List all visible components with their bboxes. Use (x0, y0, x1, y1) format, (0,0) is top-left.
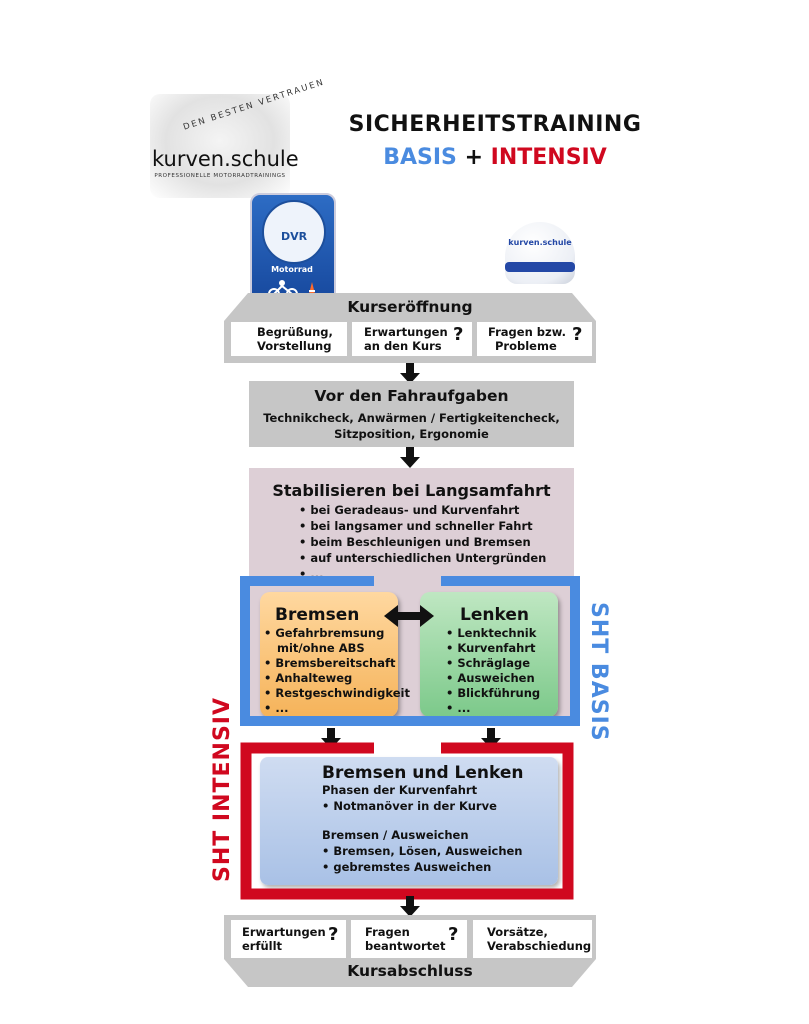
stabilize-bullet: • beim Beschleunigen und Bremsen (299, 535, 531, 549)
pre-ride-block (249, 381, 574, 447)
opening-item: Fragen bzw. Probleme ? (477, 322, 592, 356)
opening-item-line2: Vorstellung (257, 339, 332, 353)
closing-item: Erwartungen erfüllt ? (231, 920, 346, 958)
bremsen-bullet: • Gefahrbremsung (264, 626, 385, 640)
stabilize-bullet: • bei Geradeaus- und Kurvenfahrt (299, 503, 520, 517)
closing-title: Kursabschluss (347, 962, 473, 980)
combined-title: Bremsen und Lenken (322, 763, 524, 783)
closing-item: Fragen beantwortet ? (351, 920, 467, 958)
opening-item-line1: Begrüßung, (257, 325, 333, 339)
title-intensiv: INTENSIV (490, 145, 607, 170)
closing-item-line1: Erwartungen (242, 925, 326, 939)
stabilize-bullet: • auf unterschiedlichen Untergründen (299, 551, 547, 565)
bremsen-card (260, 592, 398, 717)
question-mark-icon: ? (453, 324, 464, 345)
stabilize-bullet: • bei langsamer und schneller Fahrt (299, 519, 533, 533)
double-arrow-icon (384, 605, 434, 627)
lenken-bullet: • ... (446, 701, 471, 715)
title-plus: + (464, 145, 483, 170)
stabilize-title: Stabilisieren bei Langsamfahrt (272, 481, 551, 500)
lenken-bullet: • Kurvenfahrt (446, 641, 536, 655)
title-basis: BASIS (383, 145, 457, 170)
bremsen-bullet: mit/ohne ABS (277, 641, 365, 655)
pre-ride-title: Vor den Fahraufgaben (314, 387, 509, 405)
opening-item-line1: Erwartungen (364, 325, 448, 339)
dvr-label: DVR (280, 230, 308, 243)
bremsen-title: Bremsen (275, 605, 360, 625)
opening-title: Kurseröffnung (347, 298, 473, 316)
lenken-card (420, 592, 558, 717)
bremsen-bullet: • Restgeschwindigkeit (264, 686, 410, 700)
lenken-bullet: • Ausweichen (446, 671, 535, 685)
pre-ride-line: Sitzposition, Ergonomie (334, 427, 489, 441)
lenken-bullet: • Blickführung (446, 686, 541, 700)
question-mark-icon: ? (328, 924, 339, 945)
down-arrow-icon (400, 363, 420, 384)
closing-item-line1: Fragen (365, 925, 410, 939)
combined-card (260, 757, 558, 885)
sht-basis-frame (240, 576, 580, 726)
down-arrow-icon (400, 447, 420, 468)
logo-subtitle: PROFESSIONELLE MOTORRADTRAININGS (154, 173, 286, 179)
page-subtitle: BASIS + INTENSIV (325, 145, 665, 170)
closing-item: Vorsätze, Verabschiedung (473, 920, 592, 958)
lenken-bullet: • Lenktechnik (446, 626, 537, 640)
combined-bullet: • Notmanöver in der Kurve (322, 799, 497, 813)
opening-item-line2: Probleme (495, 339, 557, 353)
sht-basis-label: SHT BASIS (586, 602, 611, 742)
down-arrow-icon (400, 896, 420, 917)
kurven-schule-logo (150, 94, 290, 198)
opening-item-line1: Fragen bzw. (488, 325, 566, 339)
pre-ride-line: Technikcheck, Anwärmen / Fertigkeitenche… (263, 411, 560, 425)
cap-band (505, 262, 575, 272)
bremsen-bullet: • ... (264, 701, 289, 715)
opening-item: Begrüßung, Vorstellung (231, 322, 347, 356)
logo-brand-text: kurven.schule (152, 147, 299, 171)
cap-image (505, 222, 575, 284)
page-title: SICHERHEITSTRAINING (348, 112, 642, 137)
combined-subheading: Bremsen / Ausweichen (322, 828, 469, 842)
closing-item-line1: Vorsätze, (487, 925, 548, 939)
bremsen-bullet: • Bremsbereitschaft (264, 656, 396, 670)
cap-logo-text: kurven.schule (508, 238, 572, 247)
question-mark-icon: ? (572, 324, 583, 345)
question-mark-icon: ? (448, 924, 459, 945)
sht-intensiv-frame (240, 742, 574, 900)
closing-item-line2: beantwortet (365, 939, 446, 953)
combined-bullet: • gebremstes Ausweichen (322, 860, 492, 874)
sht-intensiv-label: SHT INTENSIV (210, 696, 235, 882)
closing-item-line2: Verabschiedung (487, 939, 592, 953)
badge-motorrad-label: Motorrad (271, 265, 313, 274)
closing-item-line2: erfüllt (242, 939, 283, 953)
opening-item: Erwartungen an den Kurs ? (352, 322, 472, 356)
lenken-title: Lenken (460, 605, 529, 625)
opening-item-line2: an den Kurs (364, 339, 442, 353)
lenken-bullet: • Schräglage (446, 656, 531, 670)
combined-subheading: Phasen der Kurvenfahrt (322, 783, 478, 797)
dvr-seal-icon (262, 200, 326, 264)
bremsen-bullet: • Anhalteweg (264, 671, 353, 685)
combined-bullet: • Bremsen, Lösen, Ausweichen (322, 844, 523, 858)
